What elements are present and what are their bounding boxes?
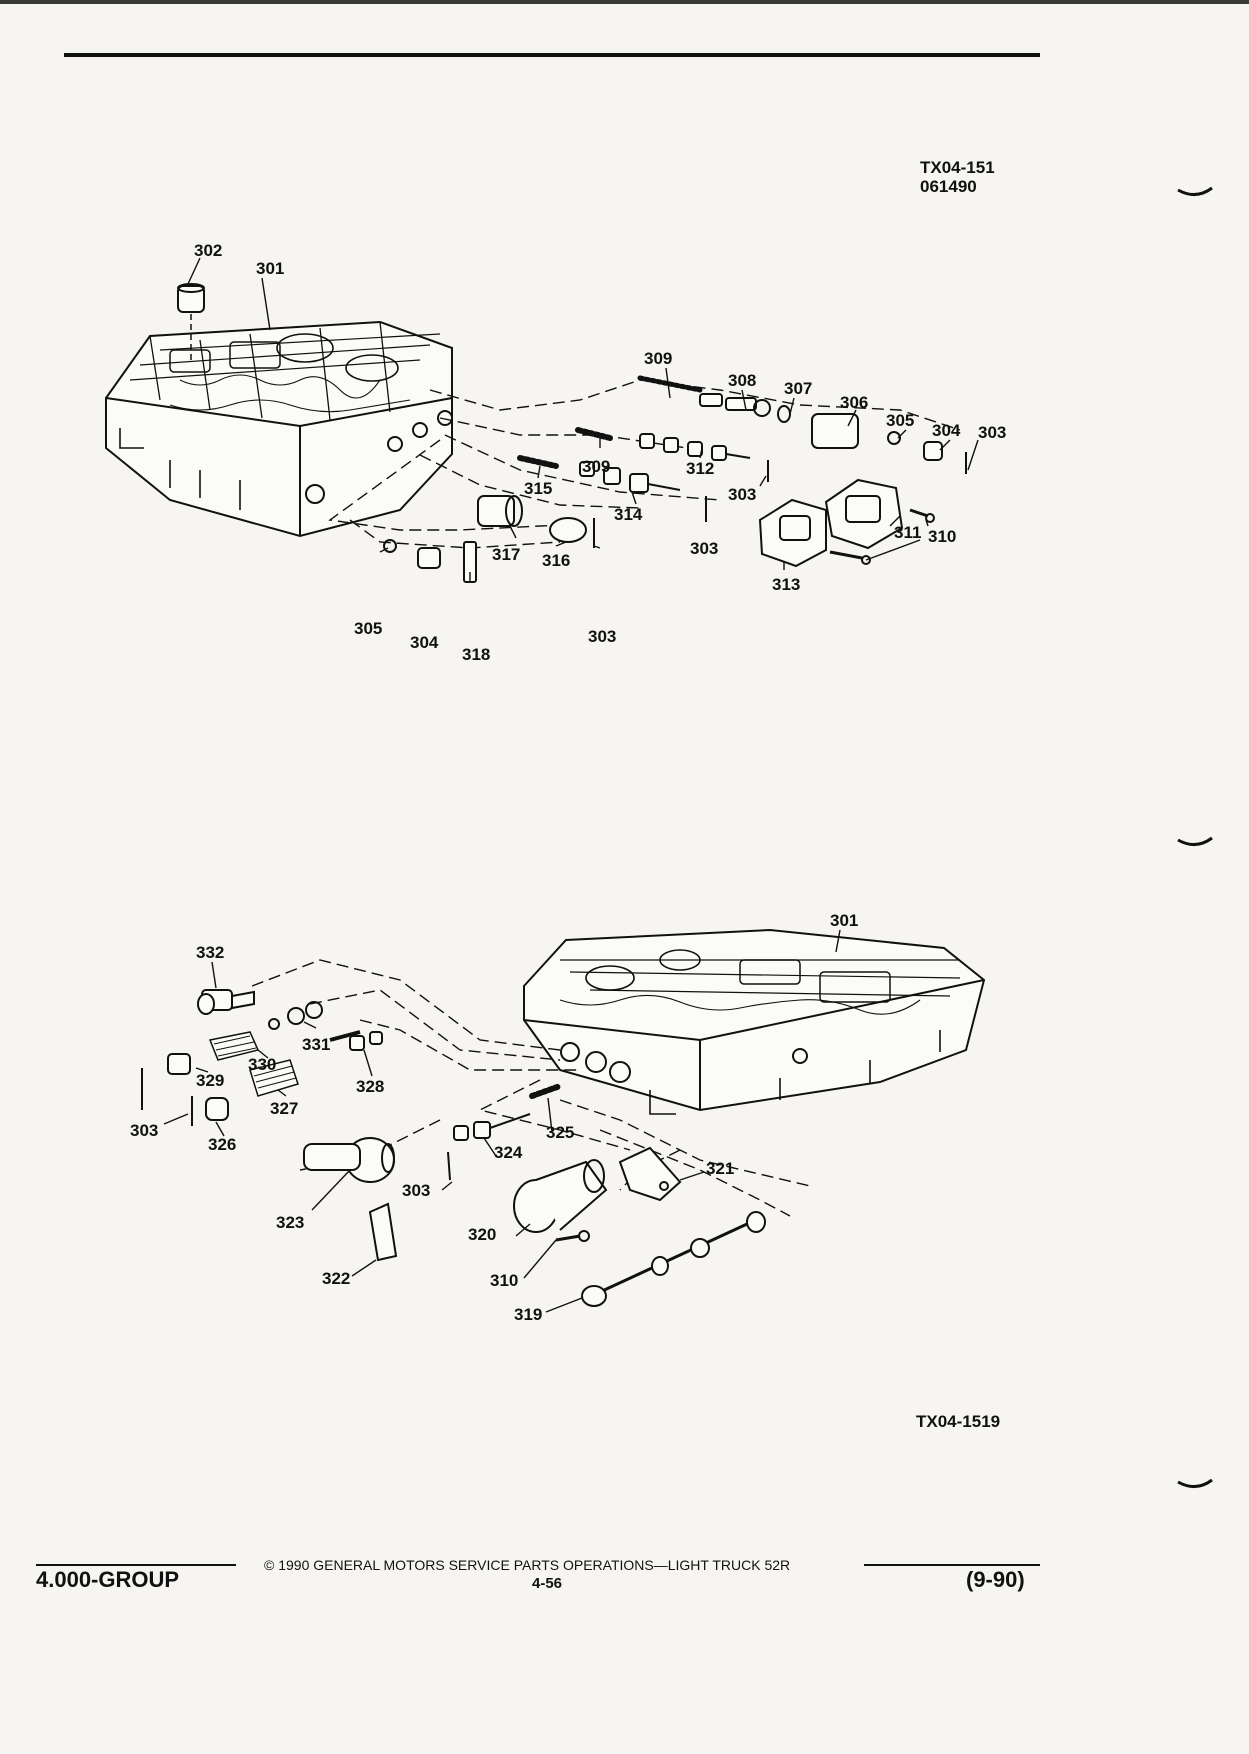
callout-label: 304: [410, 633, 439, 652]
callout-label: 308: [728, 371, 756, 390]
callout-label: 304: [932, 421, 961, 440]
callout-label: 330: [248, 1055, 276, 1074]
figure-code-line: TX04-1519: [916, 1412, 1001, 1431]
leader-lines: [163, 929, 841, 1313]
callout-label: 324: [494, 1143, 523, 1162]
callout-label: 315: [524, 479, 552, 498]
callout-label: 303: [978, 423, 1006, 442]
footer-revision: (9-90): [966, 1567, 1025, 1592]
callout-label: 312: [686, 459, 714, 478]
valve-body-exploded-view-1: 302 301 309 308 307 306 305 304 303 309 …: [0, 230, 1249, 690]
callout-label: 303: [402, 1181, 430, 1200]
callout-label: 321: [706, 1159, 734, 1178]
callout-label: 327: [270, 1099, 298, 1118]
figure-2-code: TX04-1519: [916, 1412, 1000, 1431]
figure-code-line: 061490: [920, 177, 977, 196]
filter-302: [177, 283, 205, 360]
callout-label: 332: [196, 943, 224, 962]
callout-label: 309: [582, 457, 610, 476]
callout-label: 305: [886, 411, 914, 430]
sensor-332: [197, 989, 255, 1015]
callout-label: 305: [354, 619, 382, 638]
figure-1-code: TX04-151 061490: [920, 158, 995, 196]
callout-label: 303: [130, 1121, 158, 1140]
valve-body-casting: [105, 320, 453, 538]
assembly-path-lines: [328, 379, 961, 549]
solenoid-323: [303, 1137, 395, 1183]
callout-label: 306: [840, 393, 868, 412]
callout-label: 323: [276, 1213, 304, 1232]
bolt-310: [555, 1230, 590, 1242]
scan-edge: [0, 0, 1249, 4]
valve-body-exploded-view-2: 301 332 331 330 329 328 327 303 326 325 …: [0, 900, 1249, 1350]
exploded-view-2-svg: 301 332 331 330 329 328 327 303 326 325 …: [130, 911, 986, 1324]
solenoid-311: [824, 478, 935, 550]
valve-train-row-3: [517, 455, 707, 522]
callout-label: 307: [784, 379, 812, 398]
callout-label: 320: [468, 1225, 496, 1244]
bottom-row-parts: [383, 495, 595, 583]
footer-rule-right: [864, 1564, 1040, 1566]
callout-label: 301: [830, 911, 858, 930]
callout-label: 310: [490, 1271, 518, 1290]
leader-lines: [187, 257, 979, 582]
valve-324-325: [447, 1083, 563, 1181]
valve-train-row-2: [575, 427, 769, 482]
left-parts-cluster: [141, 1001, 383, 1126]
callout-label: 313: [772, 575, 800, 594]
callout-label: 303: [690, 539, 718, 558]
solenoid-313: [758, 498, 871, 568]
callout-label: 302: [194, 241, 222, 260]
callout-label: 311: [894, 523, 921, 542]
top-rule: [64, 53, 1040, 57]
callout-labels-1: 302 301 309 308 307 306 305 304 303 309 …: [194, 241, 1006, 664]
callout-label: 309: [644, 349, 672, 368]
shaft-319: [581, 1211, 766, 1307]
callout-label: 303: [588, 627, 616, 646]
callout-label: 310: [928, 527, 956, 546]
callout-label: 318: [462, 645, 490, 664]
callout-label: 317: [492, 545, 520, 564]
callout-label: 319: [514, 1305, 542, 1324]
callout-label: 331: [302, 1035, 330, 1054]
callout-label: 303: [728, 485, 756, 504]
callout-label: 326: [208, 1135, 236, 1154]
exploded-view-1-svg: 302 301 309 308 307 306 305 304 303 309 …: [105, 241, 1006, 664]
footer-page-number: 4-56: [532, 1575, 563, 1592]
callout-labels-2: 301 332 331 330 329 328 327 303 326 325 …: [130, 911, 858, 1324]
footer-copyright: © 1990 GENERAL MOTORS SERVICE PARTS OPER…: [264, 1557, 791, 1573]
footer-rule-left: [36, 1564, 236, 1566]
callout-label: 325: [546, 1123, 574, 1142]
callout-label: 329: [196, 1071, 224, 1090]
callout-label: 314: [614, 505, 643, 524]
valve-train-row-1: [637, 375, 967, 474]
page-footer: © 1990 GENERAL MOTORS SERVICE PARTS OPER…: [0, 1555, 1249, 1595]
binder-hole-mark: [1177, 186, 1213, 196]
solenoid-320: [513, 1159, 608, 1233]
callout-label: 328: [356, 1077, 384, 1096]
callout-label: 301: [256, 259, 284, 278]
valve-body-casting: [523, 928, 986, 1115]
bracket-321: [618, 1146, 682, 1202]
clip-322: [368, 1202, 398, 1262]
footer-group: 4.000-GROUP: [36, 1567, 180, 1592]
binder-hole-mark: [1177, 1478, 1213, 1488]
binder-hole-mark: [1177, 836, 1213, 846]
callout-label: 322: [322, 1269, 350, 1288]
figure-code-line: TX04-151: [920, 158, 995, 177]
callout-label: 316: [542, 551, 570, 570]
